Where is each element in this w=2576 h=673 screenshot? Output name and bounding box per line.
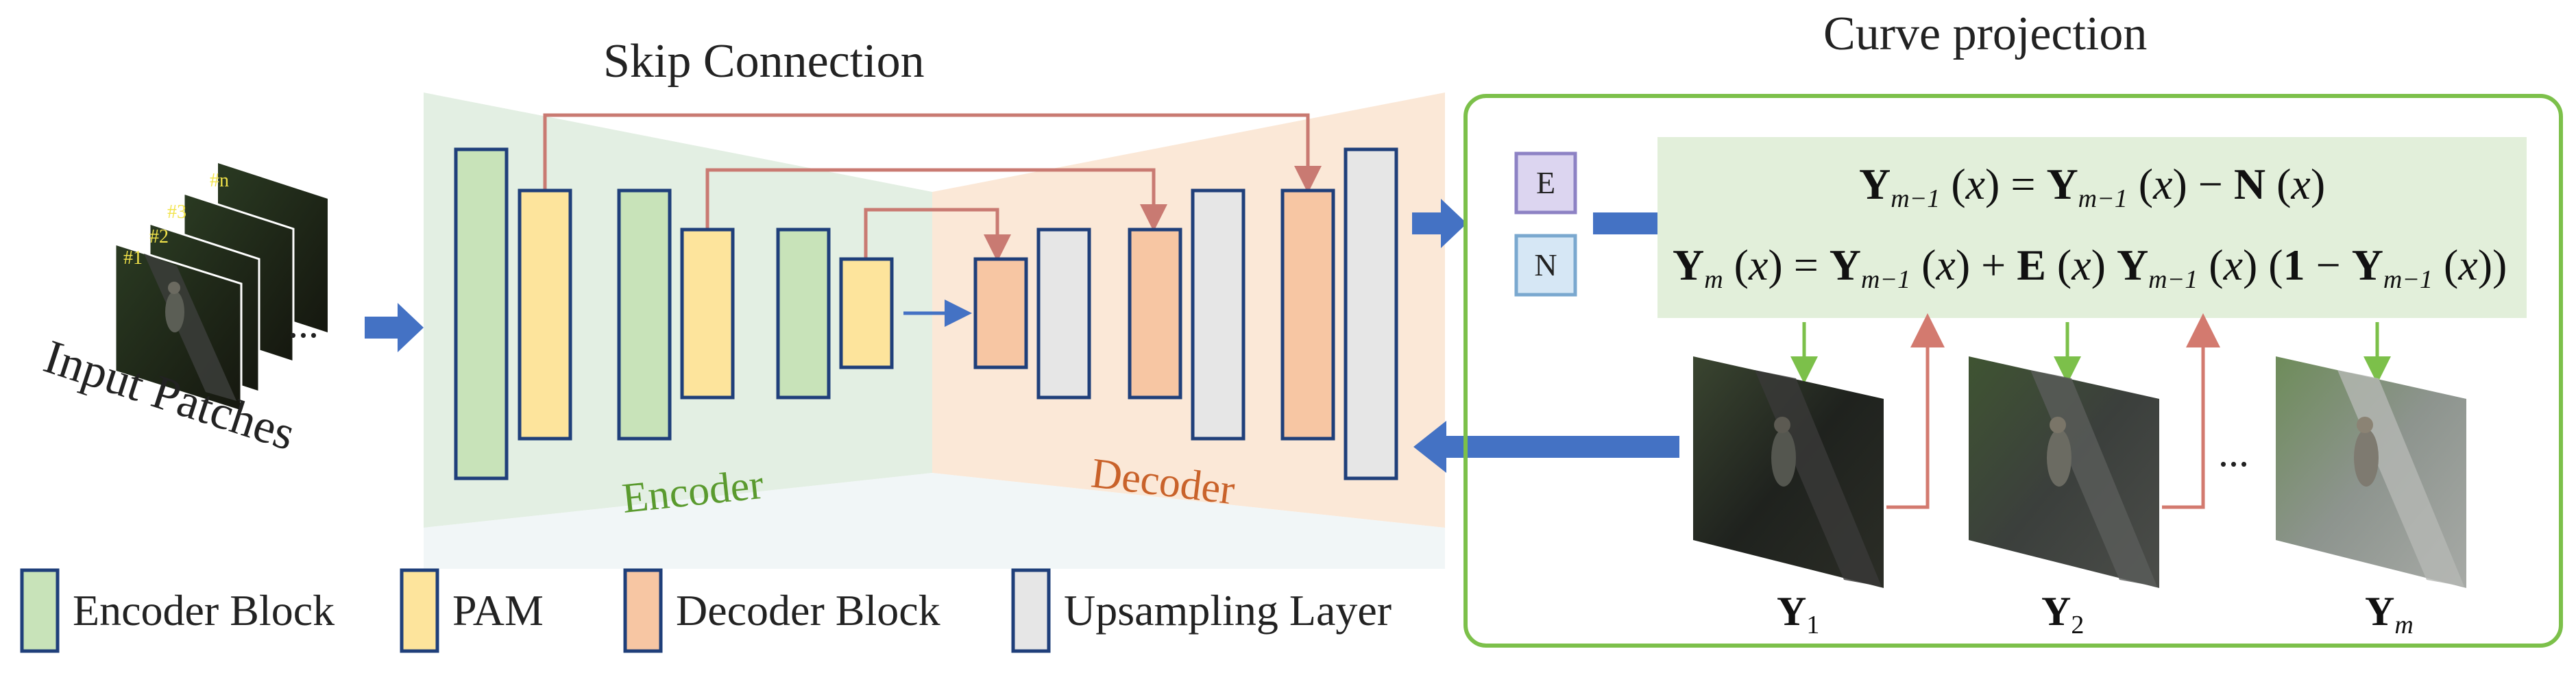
equation-line-2: Ym (x) = Ym−1 (x) + E (x) Ym−1 (x) (1 − …: [1673, 241, 2507, 294]
eq2-arg-5: x: [2457, 241, 2477, 289]
encoder-block-1: [454, 147, 509, 480]
eq2-rhs-c: Y: [2117, 241, 2148, 289]
bottom-band: [424, 473, 1445, 569]
skip-line-inner: [864, 208, 1011, 262]
estimator-n-label: N: [1534, 247, 1557, 282]
red-arrow-2: [2162, 313, 2220, 509]
decoder-block-3: [1280, 188, 1335, 441]
eq2-rhs-e: E: [2017, 241, 2046, 289]
eq1-rhs-a: Y: [2046, 160, 2078, 208]
eq2-lhs-sub: m: [1704, 265, 1723, 294]
svg-text:Ym−1 (x) = Ym−1 (x) − N (x): Ym−1 (x) = Ym−1 (x) − N (x): [1859, 160, 2325, 213]
patch-tag-2: #2: [149, 226, 169, 247]
iteration-arrows: [1886, 313, 2220, 509]
upsampling-layer-2: [1191, 188, 1246, 441]
equation-box: [1657, 137, 2527, 318]
eq1-rhs-b: N: [2234, 160, 2265, 208]
output-image-1: [1693, 356, 1884, 588]
pam-block-1: [518, 188, 572, 441]
upsampling-layer-3: [1344, 147, 1398, 480]
eq2-arg-1: x: [1748, 241, 1768, 289]
svg-text:Ym (x) = Ym−1 (x) + E (x) Ym−1: Ym (x) = Ym−1 (x) + E (x) Ym−1 (x) (1 − …: [1673, 241, 2507, 294]
encoder-block-3: [776, 228, 831, 400]
svg-text:Y2: Y2: [2041, 589, 2084, 639]
output-sub-2: 2: [2071, 611, 2084, 639]
skip-connections: [543, 113, 1322, 262]
eq2-rhs-d-sub: m−1: [2383, 265, 2433, 294]
eq2-rhs-c-sub: m−1: [2148, 265, 2198, 294]
output-label-2: Y: [2041, 589, 2071, 634]
patch-tag-n: #n: [210, 170, 229, 191]
decoder-block-1: [973, 257, 1028, 369]
output-image-2: [1969, 356, 2159, 588]
legend-label-decoder-block: Decoder Block: [676, 586, 940, 635]
estimator-n-box: [1514, 234, 1577, 297]
legend-label-encoder-block: Encoder Block: [73, 586, 335, 635]
eq2-arg-4: x: [2223, 241, 2243, 289]
eq2-rhs-a-sub: m−1: [1861, 265, 1910, 294]
output-sub-1: 1: [1806, 611, 1819, 639]
legend-swatch-encoder-block: [20, 568, 60, 653]
output-label-1: Y: [1777, 589, 1806, 634]
estimator-e-box: [1514, 151, 1577, 215]
eq2-arg-2: x: [1935, 241, 1955, 289]
eq1-arg-2: x: [2152, 160, 2172, 208]
output-image-m: [2276, 356, 2466, 588]
equation-line-1: Ym−1 (x) = Ym−1 (x) − N (x): [1859, 160, 2325, 213]
skip-line-middle: [705, 168, 1167, 232]
legend: Encoder Block PAM Decoder Block Upsampli…: [20, 568, 1392, 653]
patch-stack: #1 #2 #3 #n: [114, 163, 328, 413]
eq2-one: 1: [2283, 241, 2305, 289]
eq1-arg-1: x: [1965, 160, 1985, 208]
eq2-arg-3: x: [2071, 241, 2091, 289]
decoder-blocks: [973, 147, 1398, 480]
eq1-lhs-sub: m−1: [1891, 184, 1940, 213]
eq1-rhs-a-sub: m−1: [2078, 184, 2128, 213]
pam-block-2: [680, 228, 735, 400]
svg-text:Y1: Y1: [1777, 589, 1819, 639]
pam-block-3: [839, 257, 894, 369]
decoder-block-2: [1128, 228, 1182, 400]
person-head: [168, 282, 180, 294]
patch-tag-1: #1: [123, 247, 143, 269]
patch-tag-3: #3: [167, 201, 186, 223]
encoder-block-2: [617, 188, 672, 441]
input-ellipsis: ...: [288, 301, 319, 346]
feedback-arrow: [1413, 421, 1679, 473]
output-label-m: Y: [2365, 589, 2394, 634]
title-skip-connection: Skip Connection: [603, 35, 925, 88]
person-figure: [165, 291, 184, 332]
red-arrow-1: [1886, 313, 1945, 509]
curve-projection-frame: [1463, 94, 2563, 648]
legend-swatch-pam: [400, 568, 439, 653]
skip-line-outer: [543, 113, 1322, 193]
upsampling-layer-1: [1036, 228, 1091, 400]
eq2-rhs-d: Y: [2352, 241, 2383, 289]
outputs-ellipsis: ...: [2218, 430, 2249, 475]
equation-to-output-arrows: [1790, 322, 2391, 384]
eq1-lhs: Y: [1859, 160, 1891, 208]
input-arrow: [365, 303, 424, 352]
to-estimator-arrow: [1412, 199, 1467, 248]
road-shape: [144, 254, 236, 401]
legend-label-pam: PAM: [452, 586, 544, 635]
legend-swatch-upsampling-layer: [1011, 568, 1051, 653]
input-patches: #1 #2 #3 #n ... Input Patches: [38, 163, 328, 461]
title-curve-projection: Curve projection: [1823, 8, 2147, 60]
legend-swatch-decoder-block: [623, 568, 663, 653]
eq2-rhs-a: Y: [1830, 241, 1861, 289]
svg-text:Ym: Ym: [2365, 589, 2414, 639]
output-sub-m: m: [2394, 611, 2413, 639]
encoder-blocks: [454, 147, 894, 480]
estimator-e-label: E: [1536, 165, 1555, 200]
legend-label-upsampling-layer: Upsampling Layer: [1064, 586, 1392, 635]
eq2-lhs: Y: [1673, 241, 1704, 289]
eq1-arg-3: x: [2290, 160, 2310, 208]
